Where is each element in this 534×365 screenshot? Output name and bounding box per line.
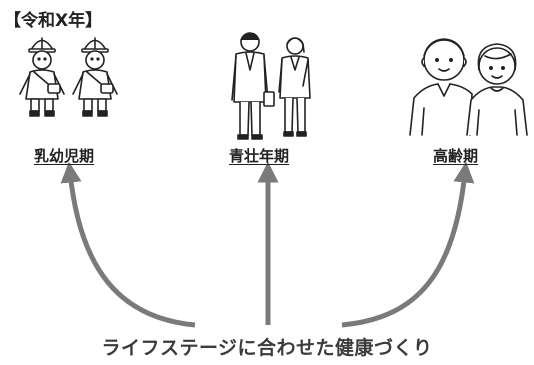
stage-label-infant: 乳幼児期 (34, 147, 95, 165)
era-label: 【令和X年】 (4, 11, 103, 31)
caption: ライフステージに合わせた健康づくり (101, 337, 433, 359)
children-icon (19, 37, 118, 117)
elderly-icon (409, 38, 528, 136)
stage-label-elderly: 高齢期 (433, 147, 479, 165)
arrow-to-elder (341, 161, 475, 328)
stage-label-adult: 青壮年期 (229, 147, 290, 165)
adults-icon (231, 32, 311, 140)
arrow-to-infant (60, 161, 196, 328)
